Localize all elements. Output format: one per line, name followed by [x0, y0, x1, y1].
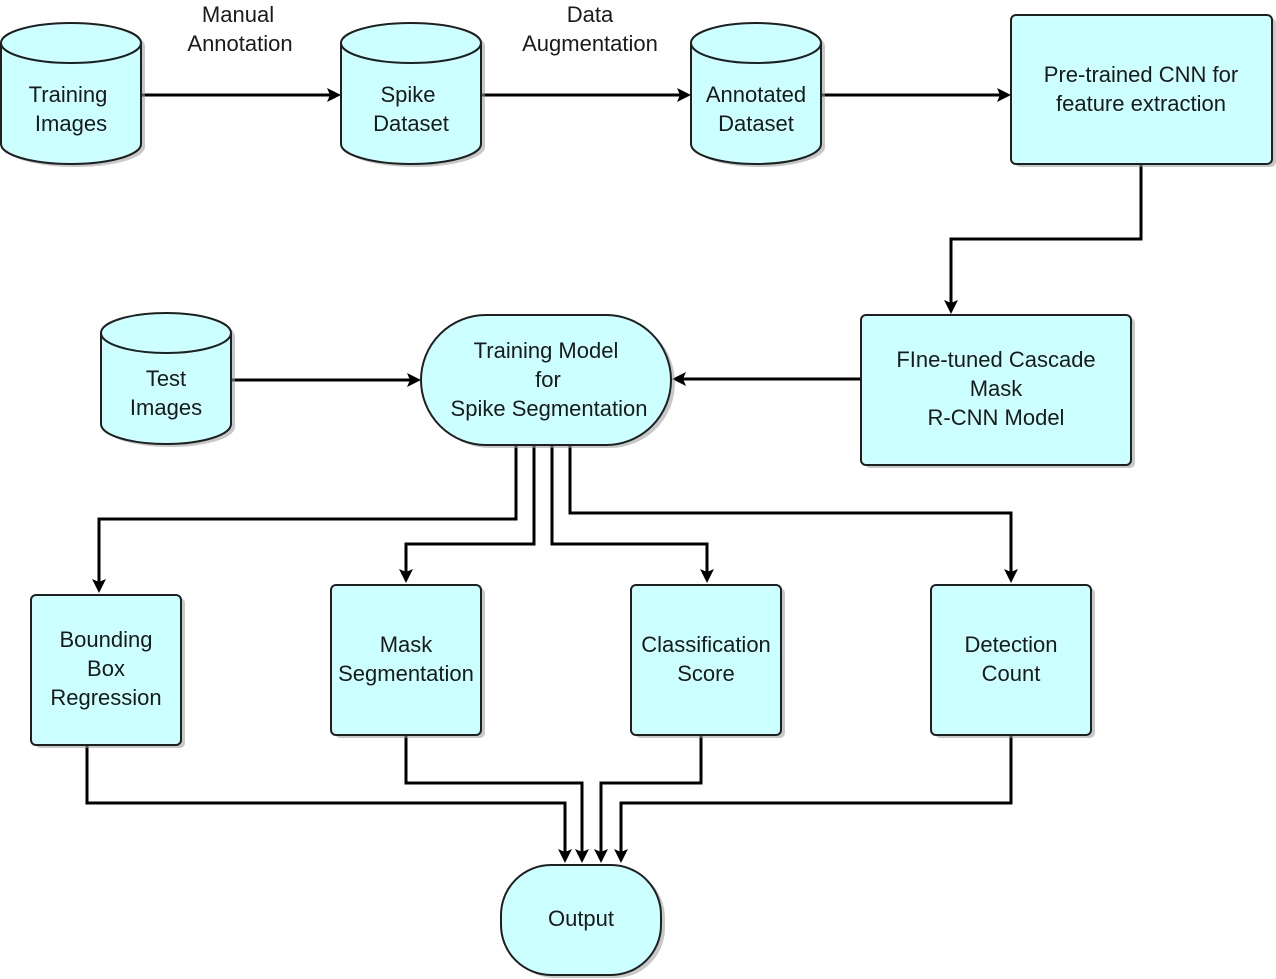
- node-annotated-dataset: Annotated Dataset: [690, 22, 825, 167]
- node-label: Test: [146, 366, 186, 391]
- arrowhead-output-1: [558, 849, 572, 863]
- node-label: Training: [29, 82, 108, 107]
- edge-label-line: Augmentation: [522, 31, 658, 56]
- node-classification-score: Classification Score: [630, 584, 785, 738]
- node-label: R-CNN Model: [928, 405, 1065, 430]
- arrowhead-detection: [1004, 569, 1018, 583]
- node-training-images: Training Images: [0, 22, 145, 167]
- arrowhead-training-model-right: [672, 372, 686, 386]
- node-label: for: [535, 367, 561, 392]
- edge-label-line: Annotation: [187, 31, 292, 56]
- node-test-images: Test Images: [100, 312, 235, 447]
- node-label: Detection: [965, 632, 1058, 657]
- node-label: Box: [87, 656, 125, 681]
- node-training-model: Training Model for Spike Segmentation: [420, 314, 675, 448]
- edge-model-to-bbox: [97, 445, 518, 582]
- arrowhead-annotated: [677, 88, 691, 102]
- arrowhead-finetuned: [944, 300, 958, 314]
- edge-cnn-to-finetuned: [949, 164, 1143, 303]
- edge-detection-to-output: [619, 735, 1013, 852]
- edge-label-manual-annotation: Manual Annotation: [187, 2, 292, 56]
- arrowhead-mask: [399, 569, 413, 583]
- node-output: Output: [500, 864, 665, 978]
- node-label: Bounding: [60, 627, 153, 652]
- node-label: Annotated: [706, 82, 806, 107]
- node-label: FIne-tuned Cascade: [896, 347, 1095, 372]
- node-label: Output: [548, 906, 614, 931]
- edge-model-to-classification: [550, 445, 709, 572]
- node-label: Spike: [380, 82, 435, 107]
- node-label: Mask: [970, 376, 1024, 401]
- node-label: Count: [982, 661, 1041, 686]
- arrowhead-output-3: [594, 849, 608, 863]
- arrowhead-training-model-left: [407, 373, 421, 387]
- edge-mask-to-output: [404, 735, 584, 852]
- node-bbox-regression: Bounding Box Regression: [30, 594, 185, 748]
- edge-classification-to-output: [599, 735, 703, 852]
- node-label: Dataset: [373, 111, 449, 136]
- node-finetuned-model: FIne-tuned Cascade Mask R-CNN Model: [860, 314, 1135, 468]
- node-label: Score: [677, 661, 734, 686]
- edge-model-to-mask: [404, 445, 536, 572]
- node-label: Regression: [50, 685, 161, 710]
- node-detection-count: Detection Count: [930, 584, 1095, 738]
- node-label: feature extraction: [1056, 91, 1226, 116]
- node-pretrained-cnn: Pre-trained CNN for feature extraction: [1010, 14, 1276, 167]
- edge-label-line: Data: [567, 2, 614, 27]
- arrowhead-classification: [700, 569, 714, 583]
- arrowhead-output-4: [614, 849, 628, 863]
- edge-label-data-augmentation: Data Augmentation: [522, 2, 658, 56]
- node-label: Spike Segmentation: [451, 396, 648, 421]
- node-label: Mask: [380, 632, 434, 657]
- node-label: Segmentation: [338, 661, 474, 686]
- arrowhead-cnn: [997, 88, 1011, 102]
- edge-model-to-detection: [568, 445, 1013, 572]
- node-label: Dataset: [718, 111, 794, 136]
- edge-bbox-to-output: [85, 745, 567, 852]
- node-spike-dataset: Spike Dataset: [340, 22, 485, 167]
- edge-label-line: Manual: [202, 2, 274, 27]
- node-label: Training Model: [474, 338, 619, 363]
- node-label: Images: [35, 111, 107, 136]
- edges: [85, 88, 1143, 863]
- node-label: Pre-trained CNN for: [1044, 62, 1238, 87]
- arrowhead-bbox: [92, 579, 106, 593]
- node-mask-segmentation: Mask Segmentation: [330, 584, 485, 738]
- node-label: Classification: [641, 632, 771, 657]
- arrowhead-spike: [327, 88, 341, 102]
- arrowhead-output-2: [575, 849, 589, 863]
- node-label: Images: [130, 395, 202, 420]
